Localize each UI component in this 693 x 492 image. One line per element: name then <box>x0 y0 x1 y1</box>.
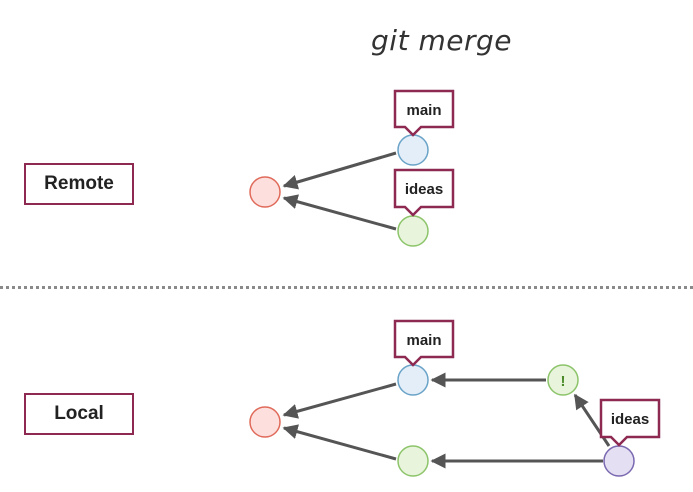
edge-remote-ideas-to-base <box>282 194 397 231</box>
edge-local-main-to-base <box>282 382 397 419</box>
remote-ideas-label-box <box>393 168 455 217</box>
local-main-label: main <box>406 332 441 349</box>
edge-remote-main-to-base <box>282 151 397 190</box>
remote-main-commit <box>397 134 429 166</box>
remote-ideas-commit <box>397 215 429 247</box>
local-ideas-label-box <box>599 398 661 447</box>
remote-ideas-label: ideas <box>405 181 443 198</box>
local-section-label: Local <box>24 393 134 435</box>
local-merge-commit <box>603 445 635 477</box>
local-ideas-label: ideas <box>611 411 649 428</box>
conflict-mark: ! <box>561 373 566 390</box>
remote-main-label-box <box>393 89 455 137</box>
remote-base-commit <box>249 176 281 208</box>
edge-local-ideas-to-base <box>282 424 397 461</box>
local-main-commit <box>397 364 429 396</box>
local-main-label-box <box>393 319 455 367</box>
section-divider <box>0 286 693 289</box>
local-base-commit <box>249 406 281 438</box>
local-conflict-commit <box>547 364 579 396</box>
diagram-title: git merge <box>371 24 512 57</box>
remote-main-label: main <box>406 102 441 119</box>
remote-section-label: Remote <box>24 163 134 205</box>
local-ideas-commit <box>397 445 429 477</box>
